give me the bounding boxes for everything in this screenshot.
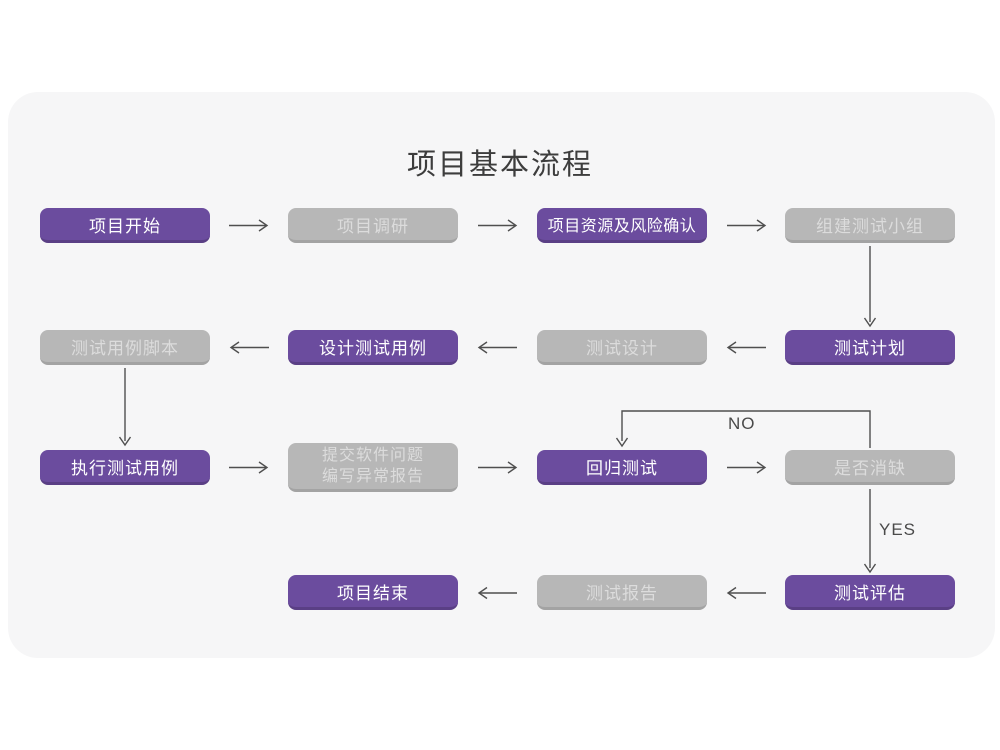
node-label: 项目开始	[89, 216, 161, 236]
node-submit-issues-write-report: 提交软件问题 编写异常报告	[288, 443, 458, 492]
node-label: 测试报告	[586, 583, 658, 603]
node-execute-test-cases: 执行测试用例	[40, 450, 210, 485]
node-label: 是否消缺	[834, 458, 906, 478]
node-build-test-team: 组建测试小组	[785, 208, 955, 243]
node-label: 组建测试小组	[816, 216, 924, 236]
node-design-test-cases: 设计测试用例	[288, 330, 458, 365]
node-label-line1: 提交软件问题	[321, 447, 424, 464]
node-label: 执行测试用例	[71, 458, 179, 478]
branch-label-no: NO	[728, 414, 756, 433]
node-test-case-script: 测试用例脚本	[40, 330, 210, 365]
node-test-design: 测试设计	[537, 330, 707, 365]
node-project-end: 项目结束	[288, 575, 458, 610]
node-label: 项目结束	[337, 583, 409, 603]
node-project-start: 项目开始	[40, 208, 210, 243]
node-label: 项目资源及风险确认	[547, 218, 697, 235]
flowchart-card	[8, 92, 995, 658]
branch-label-yes: YES	[879, 520, 917, 539]
node-test-plan: 测试计划	[785, 330, 955, 365]
node-label: 回归测试	[586, 458, 658, 478]
node-test-evaluation: 测试评估	[785, 575, 955, 610]
node-label: 设计测试用例	[319, 338, 427, 358]
node-label: 测试计划	[834, 338, 906, 358]
node-project-research: 项目调研	[288, 208, 458, 243]
node-label-line2: 编写异常报告	[321, 468, 424, 485]
node-label: 测试用例脚本	[71, 338, 179, 358]
node-resources-risk-confirm: 项目资源及风险确认	[537, 208, 707, 243]
page-title: 项目基本流程	[406, 149, 593, 181]
node-regression-test: 回归测试	[537, 450, 707, 485]
node-label: 项目调研	[337, 216, 409, 236]
node-label: 测试评估	[834, 583, 906, 603]
node-label: 测试设计	[586, 338, 658, 358]
node-test-report: 测试报告	[537, 575, 707, 610]
node-defect-cleared-decision: 是否消缺	[785, 450, 955, 485]
